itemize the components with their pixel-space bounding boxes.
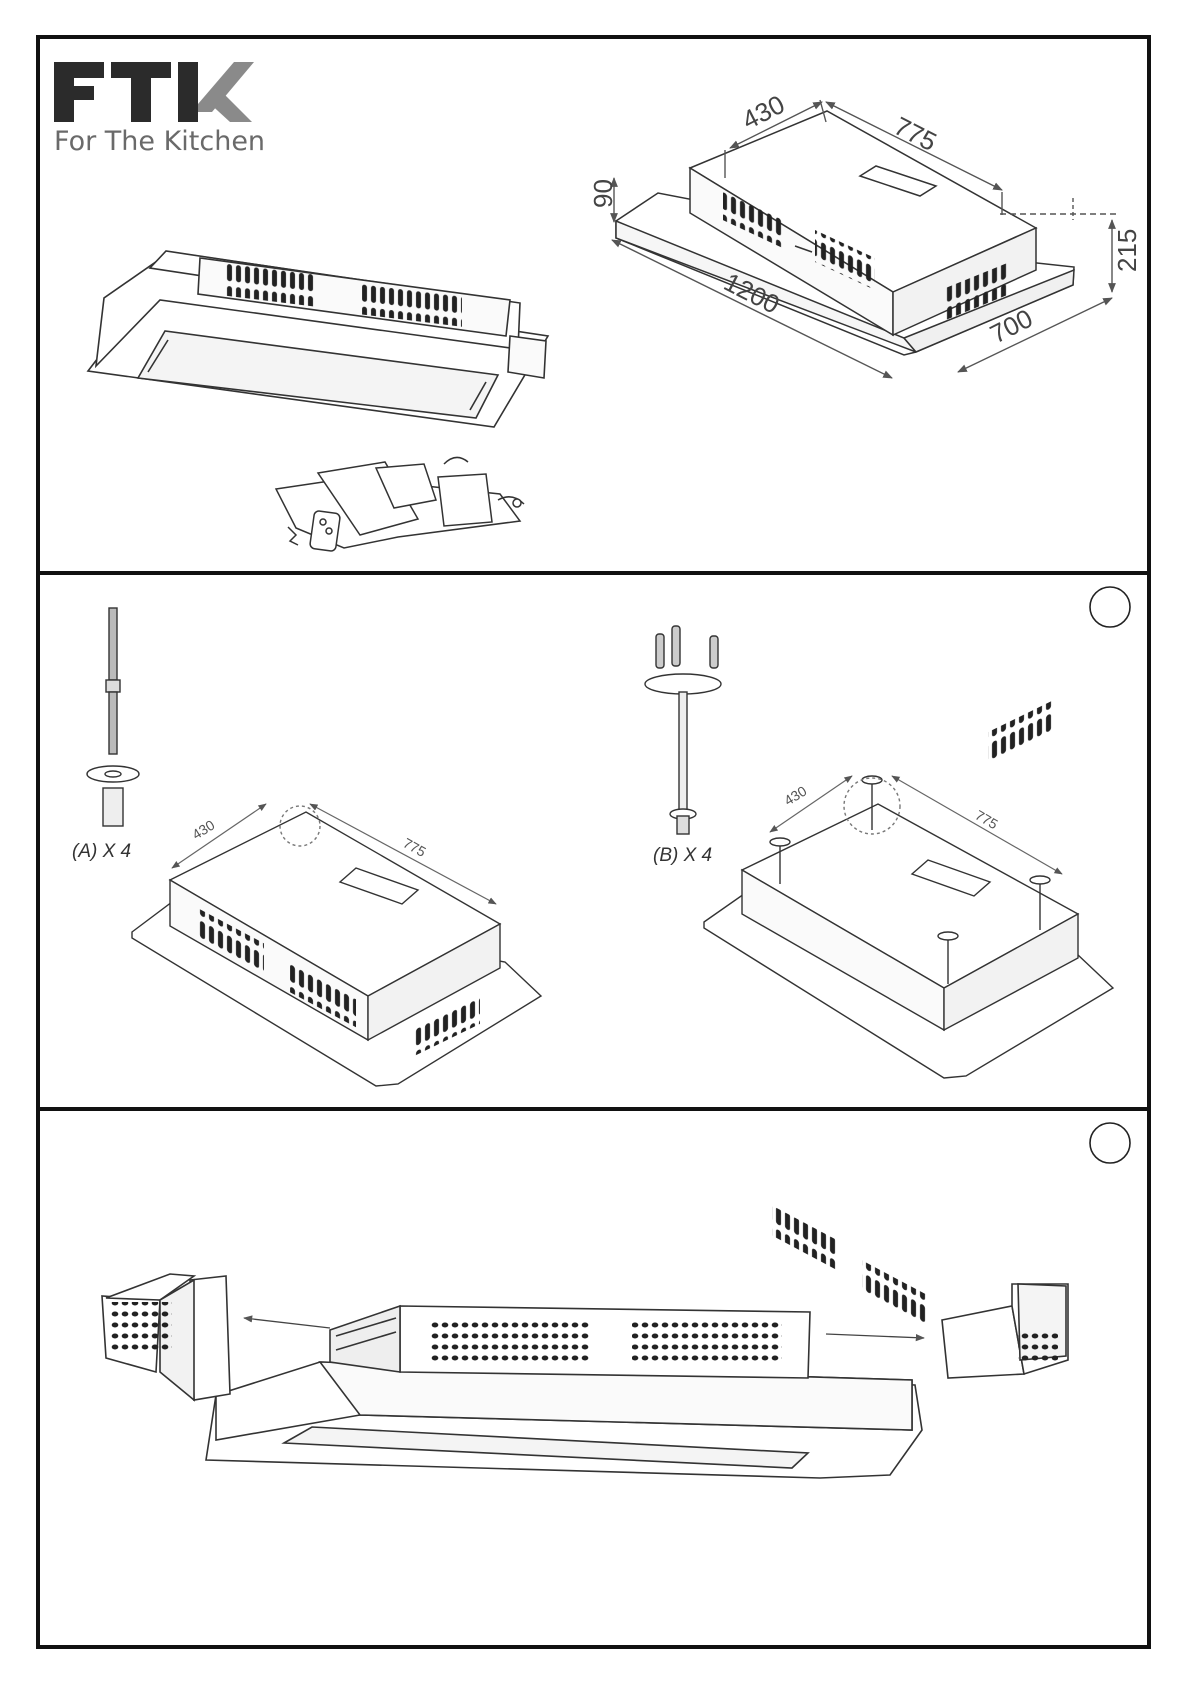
hood-drawing-rods-right [704, 700, 1113, 1325]
part-b-label: (B) X 4 [653, 845, 712, 866]
mounting-bracket-part-b [645, 626, 721, 834]
side-cover-left [102, 1274, 230, 1400]
panel-1-overview: For The Kitchen [54, 62, 1142, 552]
side-cover-right [942, 1284, 1068, 1378]
panel-2-mounting: (A) X 4 (B) X 4 430 [72, 587, 1130, 1325]
ftk-logo-mark [54, 62, 254, 122]
left-dim-label-430: 430 [189, 816, 217, 842]
brand-tagline: For The Kitchen [54, 126, 265, 157]
dim-label-90: 90 [588, 179, 618, 208]
accessory-bag-drawing [276, 457, 524, 551]
right-dim-label-430: 430 [781, 782, 809, 808]
dim-label-215: 215 [1112, 229, 1142, 272]
hood-drawing-rods-left [132, 806, 541, 1086]
arrow-right [826, 1334, 924, 1338]
arrow-left [244, 1318, 330, 1328]
hood-drawing-front [88, 251, 548, 427]
step-marker-circle [1090, 587, 1130, 627]
hood-exploded-drawing [206, 1306, 922, 1478]
right-dim-label-775: 775 [973, 807, 1001, 833]
dim-label-430: 430 [737, 89, 789, 135]
panel-3-side-covers [102, 1123, 1130, 1478]
threaded-rod-part-a [87, 608, 139, 826]
left-dim-label-775: 775 [401, 835, 429, 860]
brand-logo: For The Kitchen [54, 62, 265, 157]
step-marker-circle [1090, 1123, 1130, 1163]
part-a-label: (A) X 4 [72, 841, 131, 862]
